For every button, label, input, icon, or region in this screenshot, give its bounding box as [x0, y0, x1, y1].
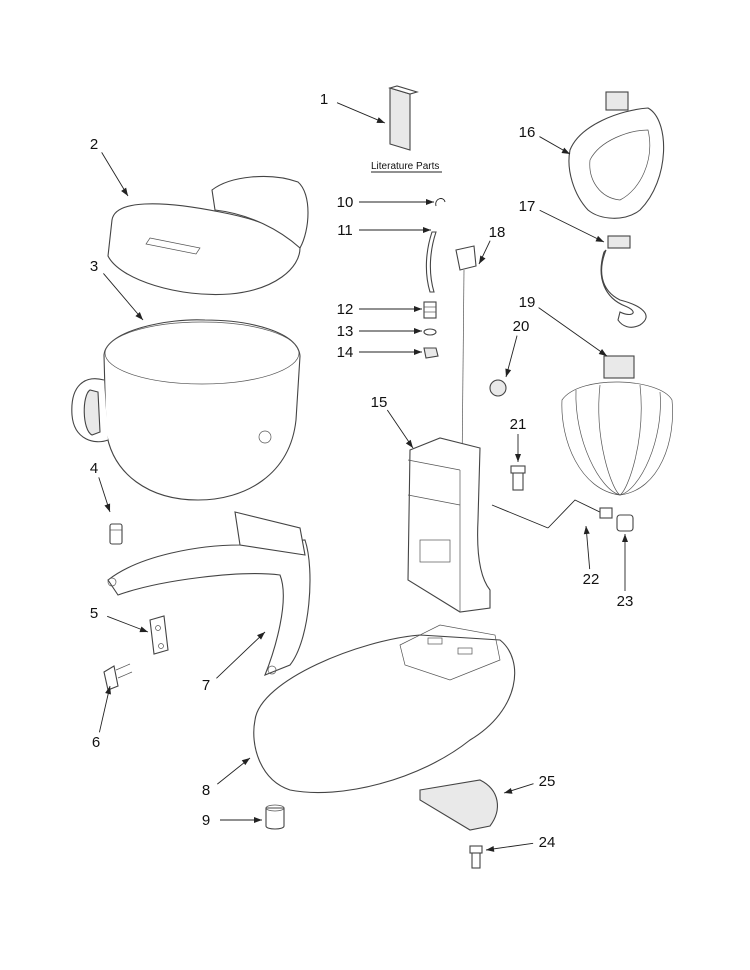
callout-number-20: 20 [513, 318, 530, 335]
callout-arrow-13 [414, 328, 422, 334]
callout-arrow-5 [139, 626, 148, 633]
callout-number-13: 13 [337, 323, 354, 340]
callout-number-7: 7 [202, 677, 210, 694]
callout-arrow-17 [595, 235, 604, 242]
part-bowl-support [107, 511, 311, 676]
callout-leader-3 [103, 273, 144, 321]
part-base-screw [469, 845, 483, 869]
part-spring [423, 301, 437, 319]
callout-number-18: 18 [489, 224, 506, 241]
callout-number-6: 6 [92, 734, 100, 751]
part-bolt [510, 465, 526, 491]
callout-arrow-7 [257, 632, 265, 640]
callout-number-2: 2 [90, 136, 98, 153]
callout-arrow-3 [135, 312, 143, 320]
callout-arrow-25 [504, 787, 513, 794]
callout-leader-17 [539, 209, 605, 243]
callout-arrow-6 [105, 686, 111, 695]
part-dough-hook [600, 235, 647, 328]
part-flat-beater [568, 91, 665, 219]
callout-arrow-20 [505, 368, 512, 377]
callout-number-8: 8 [202, 782, 210, 799]
callout-arrow-15 [405, 439, 413, 448]
part-washer [423, 328, 437, 336]
callout-number-10: 10 [337, 194, 354, 211]
callout-arrow-11 [423, 227, 431, 233]
callout-arrow-23 [622, 534, 628, 542]
callout-number-16: 16 [519, 124, 536, 141]
part-foot [265, 804, 285, 830]
callout-arrow-8 [241, 758, 250, 766]
callout-number-15: 15 [371, 394, 388, 411]
literature-parts-label: Literature Parts [371, 161, 439, 172]
callout-number-19: 19 [519, 294, 536, 311]
callout-leader-19 [538, 307, 608, 357]
callout-arrow-16 [561, 147, 570, 154]
callout-arrow-22 [583, 526, 590, 535]
callout-number-4: 4 [90, 460, 98, 477]
callout-number-25: 25 [539, 773, 556, 790]
part-mixing-bowl [71, 319, 301, 501]
callout-arrow-10 [426, 199, 434, 205]
callout-number-23: 23 [617, 593, 634, 610]
callout-number-11: 11 [337, 222, 353, 239]
part-column-housing [407, 437, 491, 613]
callout-arrow-19 [598, 349, 607, 356]
callout-arrow-9 [254, 817, 262, 823]
callout-arrow-14 [414, 349, 422, 355]
callout-arrow-24 [486, 845, 495, 852]
part-pin-rod [425, 231, 437, 293]
part-pin [109, 523, 123, 545]
callout-number-3: 3 [90, 258, 98, 275]
callout-number-5: 5 [90, 605, 98, 622]
callout-leader-7 [216, 631, 266, 679]
callout-number-12: 12 [337, 301, 354, 318]
part-literature-booklet [388, 85, 419, 151]
part-crank-shaft [491, 499, 613, 529]
callout-number-14: 14 [337, 344, 354, 361]
callout-arrow-1 [376, 117, 385, 123]
part-cap [616, 514, 634, 532]
part-nut [423, 347, 439, 359]
part-lift-lever [455, 245, 477, 471]
part-screw [103, 663, 133, 691]
part-base [253, 624, 516, 794]
callout-arrow-2 [121, 187, 128, 196]
part-pouring-shield [107, 175, 309, 296]
callout-number-17: 17 [519, 198, 536, 215]
callout-number-22: 22 [583, 571, 600, 588]
part-retaining-ring [435, 198, 446, 207]
callout-arrow-18 [479, 255, 486, 264]
callout-arrow-21 [515, 454, 521, 462]
part-foot-pad [419, 779, 498, 831]
callout-number-1: 1 [320, 91, 328, 108]
part-clip [149, 615, 169, 655]
callout-number-21: 21 [510, 416, 527, 433]
callout-arrow-4 [104, 503, 111, 512]
callout-arrow-12 [414, 306, 422, 312]
callout-leader-1 [336, 102, 386, 124]
callout-number-9: 9 [202, 812, 210, 829]
callout-layer: 1234567891011121314151617181920212223242… [90, 91, 634, 852]
callout-leader-2 [101, 152, 129, 197]
part-clamp [489, 379, 507, 397]
part-wire-whip [561, 355, 673, 496]
callout-number-24: 24 [539, 834, 556, 851]
